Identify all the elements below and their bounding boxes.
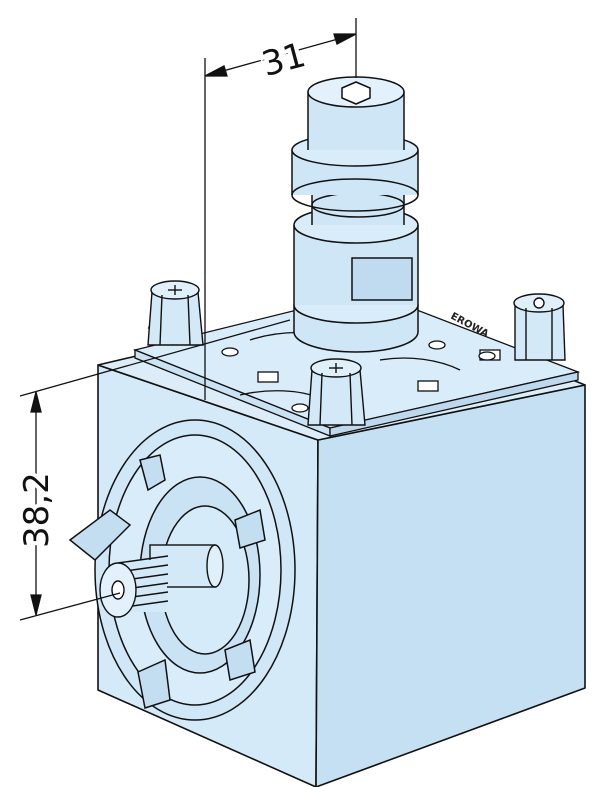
arrowhead-bottom [30,594,42,616]
dimension-line-31 [204,33,357,77]
hex-nut-left [147,280,204,346]
dimension-height [19,319,291,621]
hex-nut-right [513,293,566,361]
extension-line-top [19,319,291,397]
arrowhead-top [30,391,42,413]
hex-nut-front [307,358,366,426]
threaded-stud [99,544,224,618]
dimension-width [204,18,357,400]
chuck-spigot [291,76,419,353]
arrowhead-left [204,65,228,77]
extension-line-bottom [19,592,121,621]
dimension-label-width: 31 [258,35,310,85]
top-plate [132,291,581,437]
dimension-label-height: 38,2 [17,472,57,548]
arrowhead-right [333,33,357,45]
cube-right-face [315,384,586,787]
